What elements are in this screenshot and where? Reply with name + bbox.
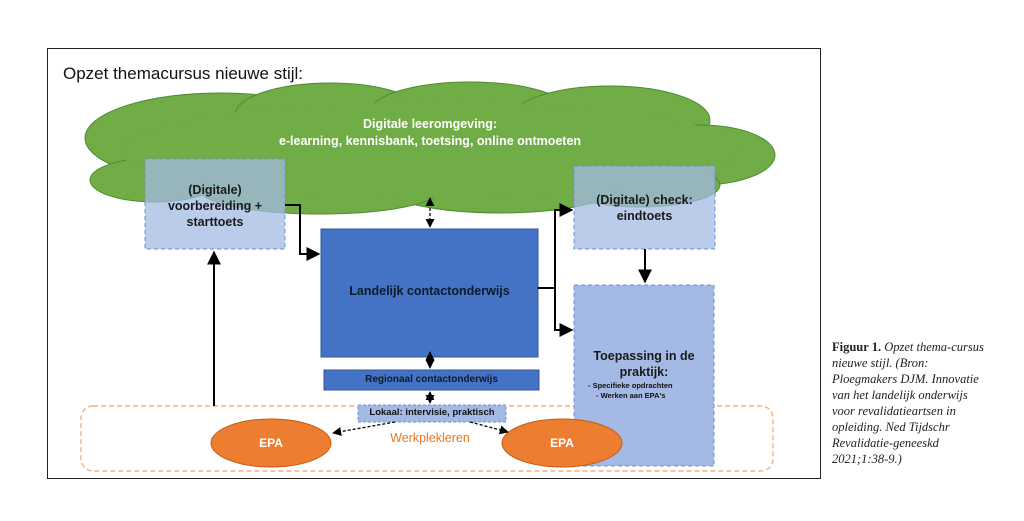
regionaal-label: Regionaal contactonderwijs [365,374,498,385]
toepassing-line-1: Toepassing in de [593,349,695,363]
prep-line-3: starttoets [186,215,244,229]
lokaal-bar [357,404,507,423]
cloud-line-2: e-learning, kennisbank, toetsing, online… [278,134,582,148]
toepassing-line-2: praktijk: [619,365,669,379]
arrow-lokaal-epa-left [332,421,396,437]
epa-left-label: EPA [259,436,283,450]
epa-right-label: EPA [550,436,574,450]
arrow-prep-to-landelijk [285,204,321,261]
figure-caption: Figuur 1. Opzet thema-cursus nieuwe stij… [832,339,992,467]
werkplekleren-label: Werkplekleren [390,431,470,445]
cloud-label: Digitale leeromgeving: e-learning, kenni… [230,116,630,150]
caption-text: Opzet thema-cursus nieuwe stijl. (Bron: … [832,340,984,466]
check-label: (Digitale) check: eindtoets [574,192,715,224]
check-box [573,165,716,250]
arrow-landelijk-to-toepassing [554,288,574,337]
toepassing-bullets: - Specifieke opdrachten - Werken aan EPA… [588,381,728,401]
toepassing-bullet-1: - Specifieke opdrachten [588,381,673,390]
arrow-landelijk-to-check [538,203,574,289]
prep-box [144,158,286,250]
epa-left-ellipse [210,418,332,468]
werkplekleren-area [80,405,774,472]
lokaal-label: Lokaal: intervisie, praktisch [369,407,495,418]
toepassing-label: Toepassing in de praktijk: [574,348,714,380]
caption-lead: Figuur 1. [832,340,882,354]
prep-line-1: (Digitale) [188,183,242,197]
check-line-2: eindtoets [616,209,673,223]
regionaal-bar [323,369,540,391]
epa-right-ellipse [501,418,623,468]
cloud-line-1: Digitale leeromgeving: [362,117,498,131]
arrow-lokaal-epa-right [469,421,509,435]
toepassing-bullet-2: - Werken aan EPA's [596,391,666,400]
check-line-1: (Digitale) check: [596,193,693,207]
prep-line-2: voorbereiding + [167,199,263,213]
diagram-title: Opzet themacursus nieuwe stijl: [63,64,303,83]
prep-label: (Digitale) voorbereiding + starttoets [145,182,285,230]
landelijk-label: Landelijk contactonderwijs [349,284,510,298]
landelijk-box [320,228,539,358]
